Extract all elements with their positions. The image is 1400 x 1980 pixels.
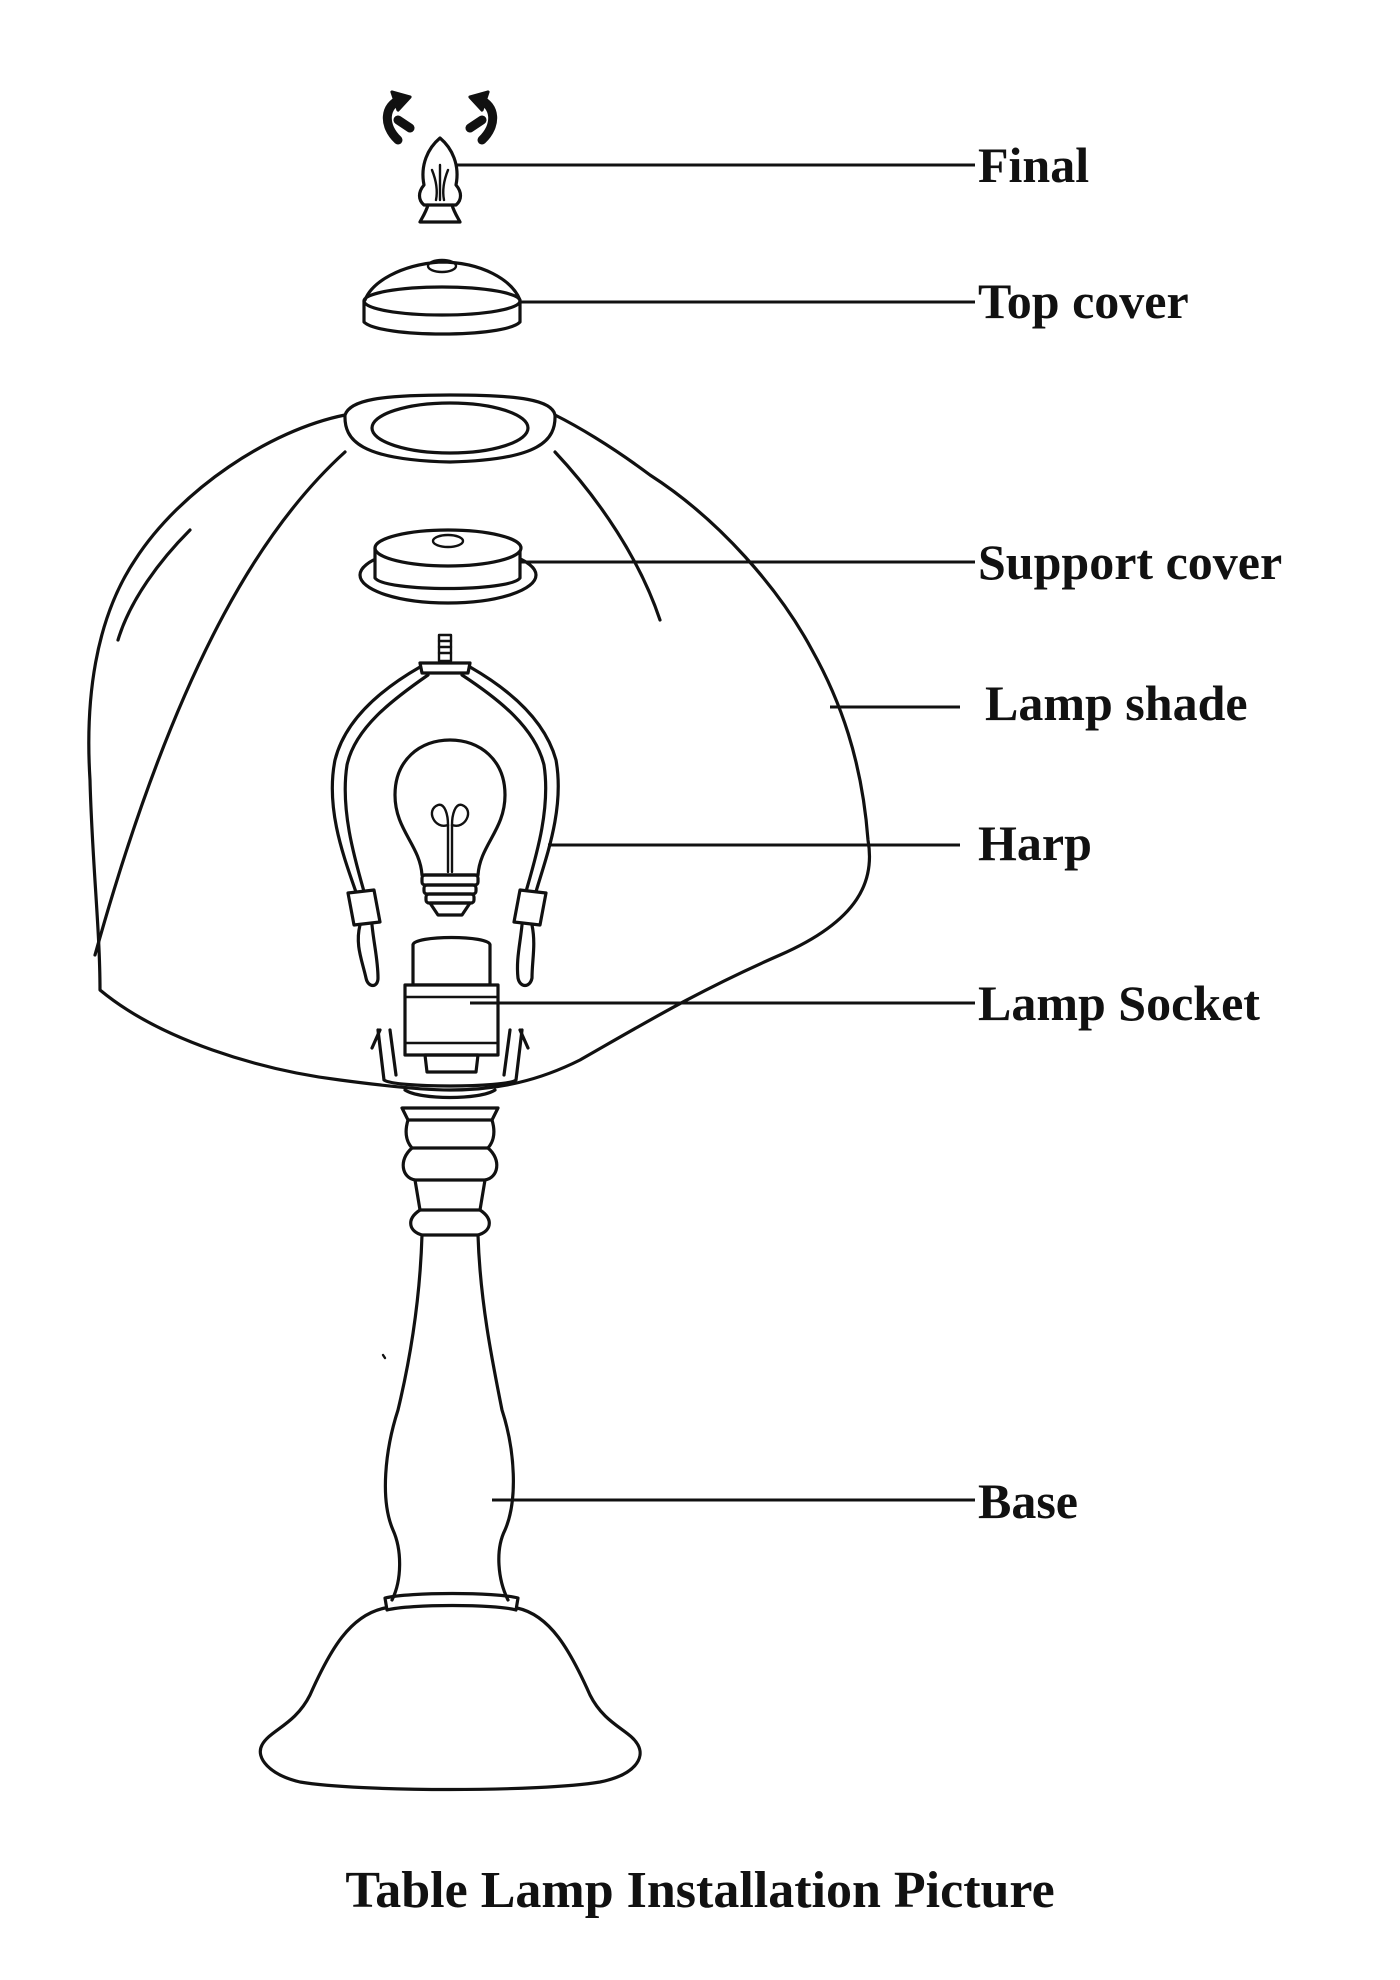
part-label-base: Base [978,1473,1078,1529]
leader-lines [455,163,975,1502]
part-label-harp: Harp [978,815,1092,871]
base-illustration [258,1106,642,1792]
bulb-illustration [393,738,507,917]
support-cover-illustration [358,528,538,605]
diagram-caption: Table Lamp Installation Picture [345,1862,1055,1919]
part-label-support-cover: Support cover [978,534,1283,590]
lamp-shade-illustration [87,393,872,1092]
finial-illustration [382,90,498,224]
part-label-final: Final [978,137,1090,193]
harp-illustration [330,633,560,988]
lamp-socket-illustration [370,935,530,1100]
part-label-lamp-shade: Lamp shade [985,675,1248,731]
part-label-top-cover: Top cover [978,273,1189,329]
top-cover-illustration [362,258,522,336]
part-label-lamp-socket: Lamp Socket [978,975,1260,1031]
